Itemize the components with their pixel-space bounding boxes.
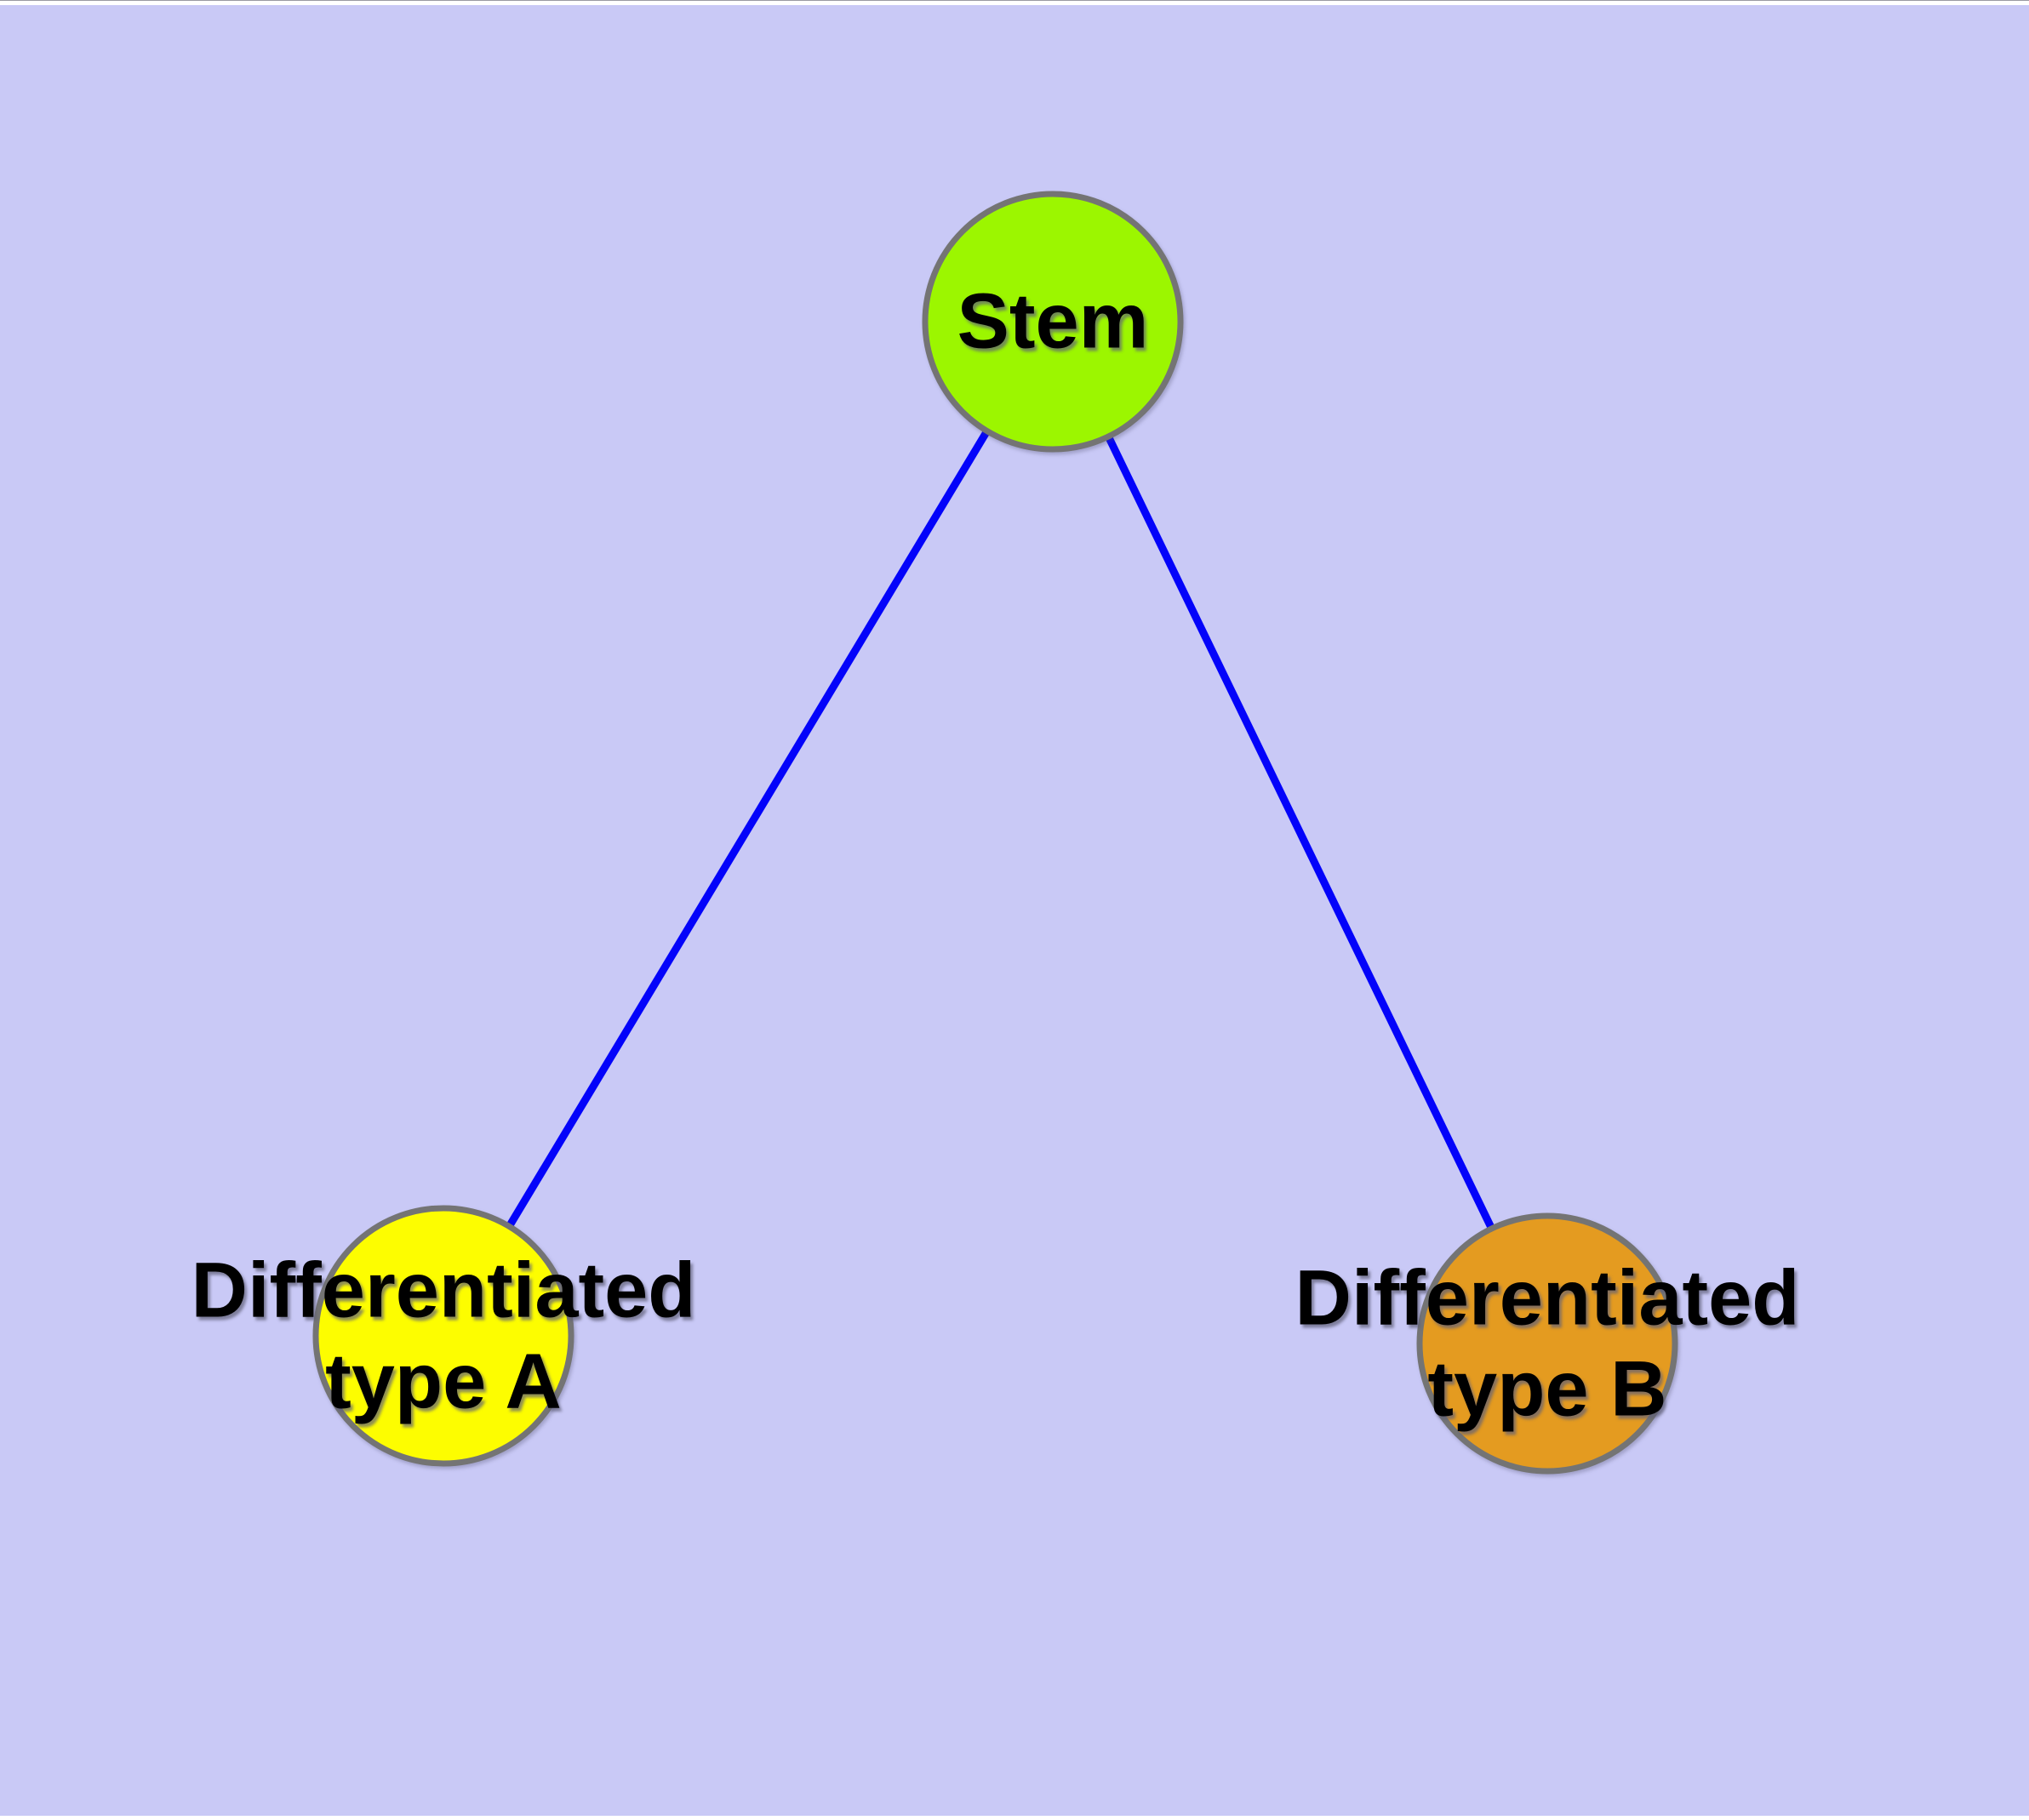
graph-svg: [312, 191, 1678, 1475]
node-diff-a[interactable]: [312, 1205, 574, 1467]
node-diff-b[interactable]: [1416, 1212, 1678, 1475]
edge-stem-diff-a: [440, 319, 1056, 1338]
edge-stem-diff-b: [1049, 320, 1552, 1345]
node-stem[interactable]: [922, 191, 1184, 453]
